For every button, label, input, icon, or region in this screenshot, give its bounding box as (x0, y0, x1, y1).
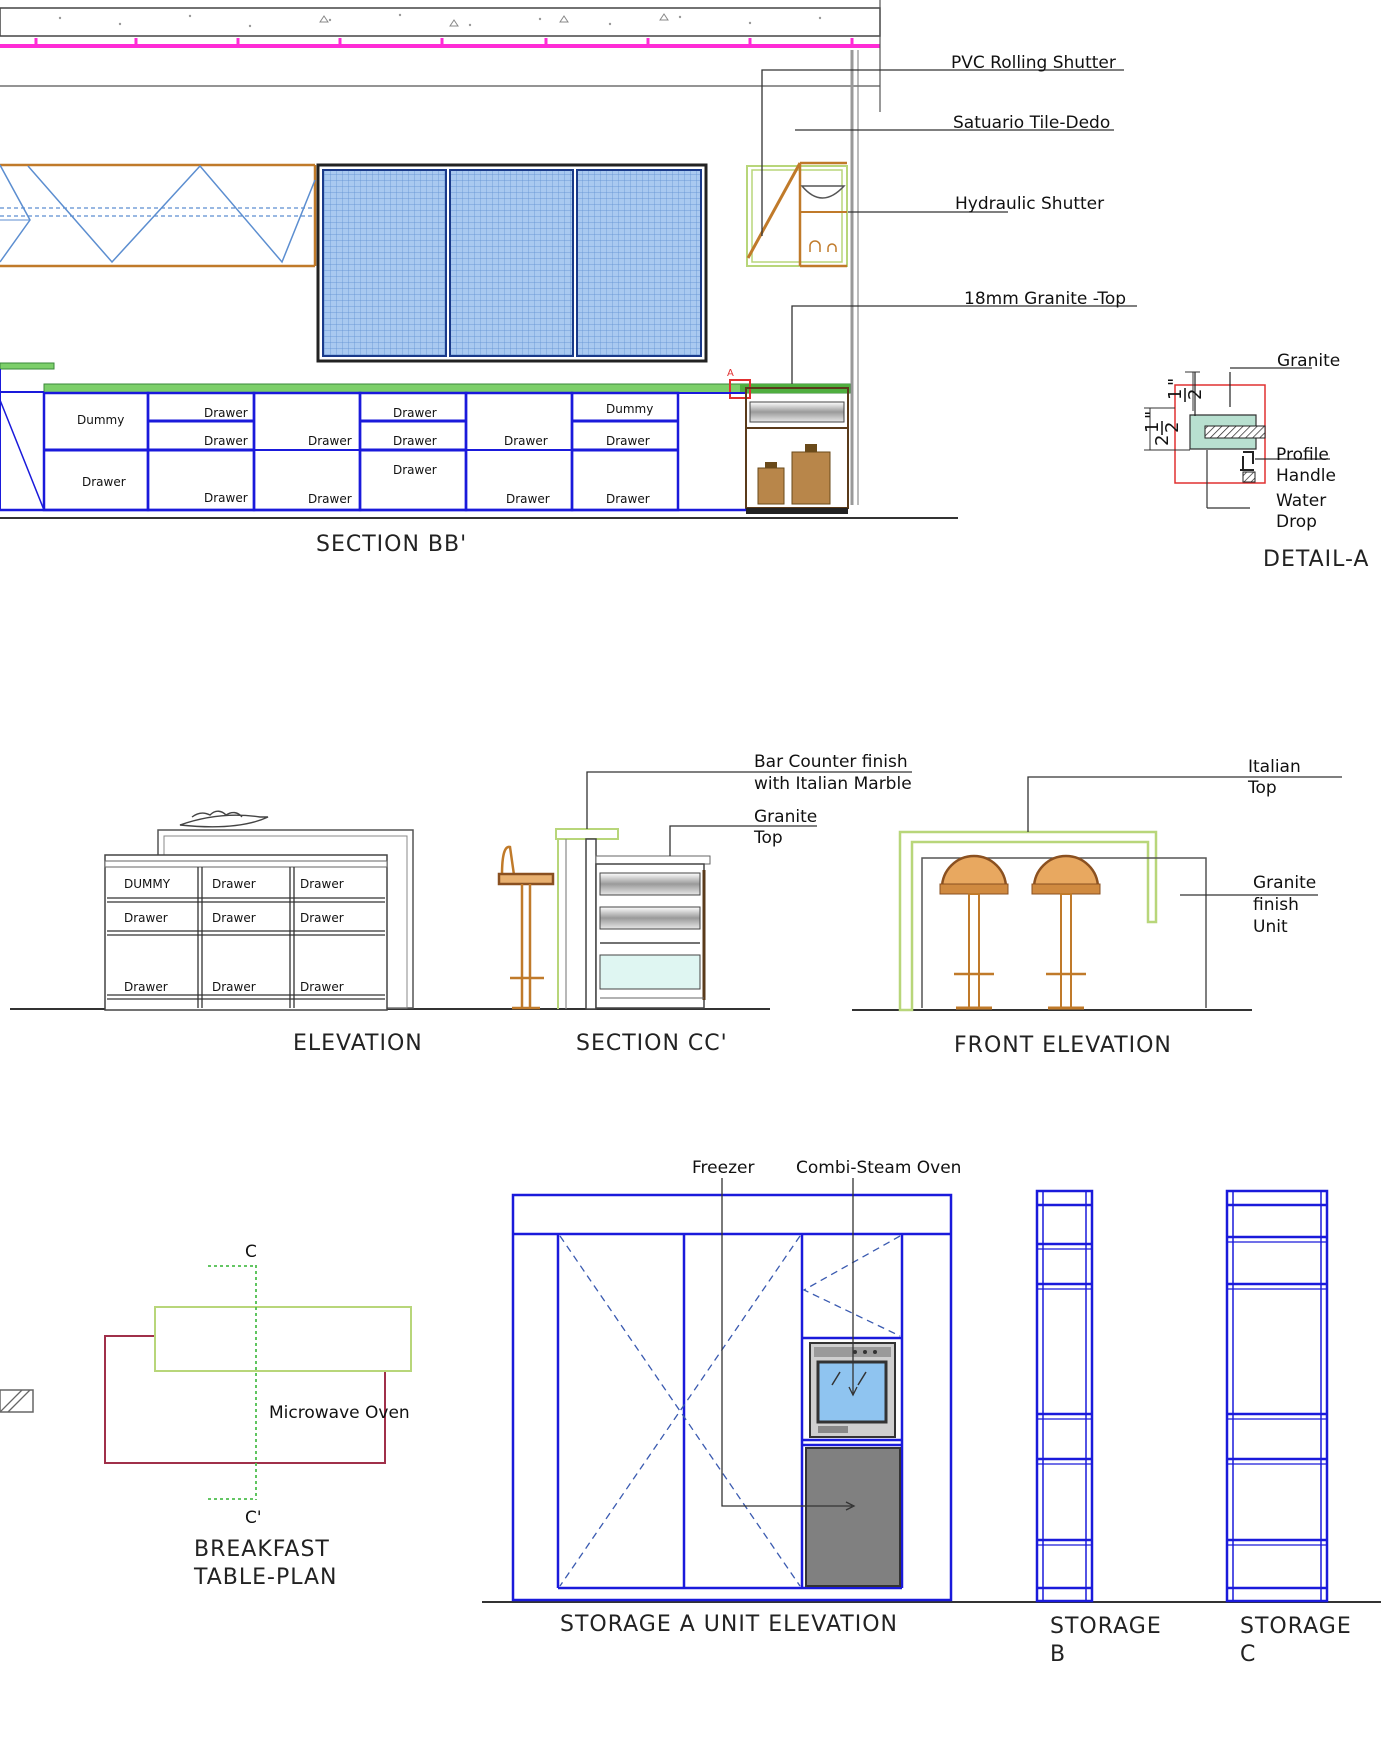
detail-label-drop: Drop (1276, 512, 1317, 532)
cup-icon (809, 240, 837, 252)
elev-cell: Drawer (124, 911, 168, 925)
storage-c-elevation (1225, 1189, 1329, 1603)
storage-b-title-1: STORAGE (1050, 1614, 1162, 1639)
callout-freezer: Freezer (692, 1158, 754, 1178)
detail-a: 1 2 " 2 1 2 " Granite Profile Handle Wat… (1142, 351, 1369, 572)
elev-cell: Drawer (300, 980, 344, 994)
elev-cell: Drawer (300, 911, 344, 925)
detail-a-title: DETAIL-A (1263, 547, 1369, 572)
corner-pantry-unit (745, 387, 849, 514)
callout-granite-top-2: Top (753, 828, 783, 848)
callout-bar-counter-2: with Italian Marble (754, 774, 912, 794)
section-cc-title: SECTION CC' (576, 1031, 728, 1056)
dim-two-half-inch: 2 1 2 " (1142, 411, 1183, 446)
storage-c-title-1: STORAGE (1240, 1614, 1352, 1639)
marker-a-label: A (727, 368, 734, 379)
cut-mark-c: C (245, 1242, 257, 1262)
svg-text:2: 2 (1162, 422, 1183, 433)
detail-label-granite: Granite (1277, 351, 1340, 371)
leader-lines (761, 69, 1137, 384)
storage-b-title-2: B (1050, 1642, 1066, 1667)
bar-stool (497, 845, 555, 1010)
front-elevation-title: FRONT ELEVATION (954, 1033, 1172, 1058)
elev-cell: Drawer (212, 911, 256, 925)
stool-1 (939, 854, 1009, 1010)
callout-granite-unit-2: finish (1253, 895, 1299, 915)
cab-label: Drawer (393, 406, 437, 420)
section-bb: A Dummy Drawer Drawer Drawer Dr (0, 0, 1137, 557)
glass-window (316, 163, 708, 363)
svg-text:2: 2 (1185, 389, 1206, 400)
rail-ticks (34, 38, 854, 46)
storage-leaders (721, 1178, 858, 1511)
cab-label: Drawer (308, 492, 352, 506)
callout-granite-top-1: Granite (754, 807, 817, 827)
cab-label: Drawer (504, 434, 548, 448)
cab-label: Drawer (82, 475, 126, 489)
cab-label: Drawer (204, 434, 248, 448)
elev-cell: DUMMY (124, 877, 171, 891)
callout-combi-steam-oven: Combi-Steam Oven (796, 1158, 961, 1178)
freezer-box (805, 1447, 901, 1587)
callout-pvc-shutter: PVC Rolling Shutter (951, 53, 1116, 73)
label-microwave-oven: Microwave Oven (269, 1403, 410, 1423)
breakfast-title-2: TABLE-PLAN (193, 1565, 338, 1590)
front-elevation: Italian Top Granite finish Unit FRONT EL… (852, 757, 1342, 1058)
callout-italian-1: Italian (1248, 757, 1301, 777)
cab-label: Drawer (204, 491, 248, 505)
svg-text:1: 1 (1142, 422, 1163, 433)
cab-label: Drawer (204, 406, 248, 420)
elev-cell: Drawer (212, 980, 256, 994)
cab-label: Drawer (606, 492, 650, 506)
svg-text:": " (1142, 411, 1163, 419)
callout-granite-top: 18mm Granite -Top (964, 289, 1126, 309)
elevation-title: ELEVATION (293, 1031, 423, 1056)
storage-a-elevation: Freezer Combi-Steam Oven STORAGE A UNIT … (482, 1158, 1381, 1637)
section-cc: Bar Counter finish with Italian Marble G… (497, 752, 912, 1056)
cab-label: Drawer (308, 434, 352, 448)
storage-c-title-2: C (1240, 1642, 1256, 1667)
svg-text:": " (1165, 378, 1186, 386)
cab-label: Drawer (506, 492, 550, 506)
cut-mark-c-prime: C' (245, 1508, 262, 1528)
cab-label: Dummy (77, 413, 124, 427)
slab-texture (58, 13, 822, 28)
elevation: DUMMY Drawer Drawer Drawer Drawer Drawer… (10, 810, 770, 1056)
cab-label: Drawer (393, 463, 437, 477)
callout-bar-counter-1: Bar Counter finish (754, 752, 908, 772)
hydraulic-shutter-unit (746, 161, 848, 268)
ceiling-slab (0, 7, 881, 37)
dim-half-inch: 1 2 " (1165, 378, 1206, 402)
callout-italian-2: Top (1247, 778, 1277, 798)
detail-label-profile: Profile (1276, 445, 1329, 465)
bowl-icon (800, 185, 846, 199)
breakfast-title-1: BREAKFAST (194, 1537, 330, 1562)
elev-cell: Drawer (212, 877, 256, 891)
elev-cell: Drawer (300, 877, 344, 891)
callout-granite-unit-1: Granite (1253, 873, 1316, 893)
callout-hydraulic-shutter: Hydraulic Shutter (955, 194, 1104, 214)
fruit-bowl-icon (179, 814, 269, 828)
callout-satuario-tile: Satuario Tile-Dedo (953, 113, 1110, 133)
cab-label: Drawer (606, 434, 650, 448)
elev-cell: Drawer (124, 980, 168, 994)
cab-label: Dummy (606, 402, 653, 416)
storage-b-elevation (1035, 1189, 1094, 1603)
storage-a-title: STORAGE A UNIT ELEVATION (560, 1612, 898, 1637)
breakfast-table-plan: C C' Microwave Oven BREAKFAST TABLE-PLAN (0, 1242, 412, 1590)
cab-label: Drawer (393, 434, 437, 448)
section-bb-title: SECTION BB' (316, 532, 467, 557)
stool-2 (1031, 854, 1101, 1010)
detail-label-handle: Handle (1276, 466, 1336, 486)
svg-text:2: 2 (1152, 435, 1173, 446)
svg-text:1: 1 (1165, 389, 1186, 400)
callout-granite-unit-3: Unit (1253, 917, 1288, 937)
upper-cabinets (0, 163, 317, 268)
detail-label-water: Water (1276, 491, 1326, 511)
